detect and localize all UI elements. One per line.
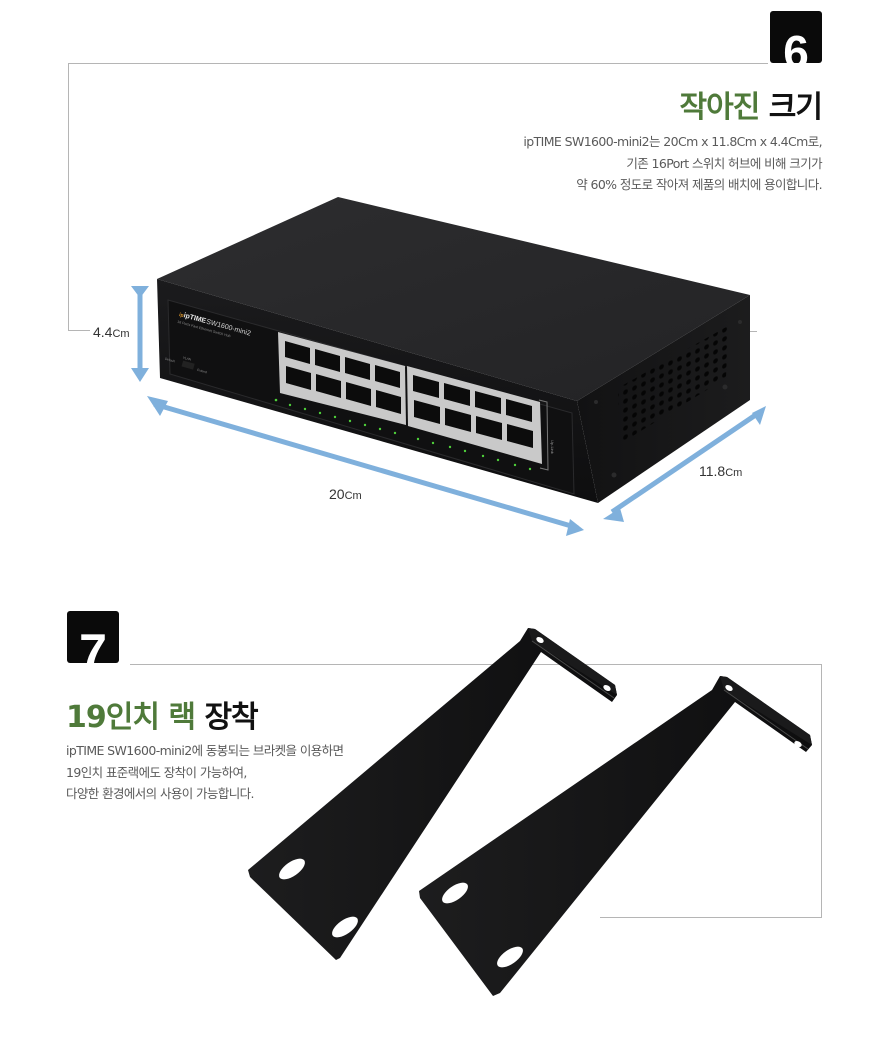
dimension-depth-label: 11.8Cm [699, 463, 743, 479]
frame-line-top [68, 63, 768, 64]
description-line: ipTIME SW1600-mini2에 동봉되는 브라켓을 이용하면 [66, 743, 344, 758]
rack-brackets-image [248, 628, 812, 996]
description-line: 19인치 표준랙에도 장착이 가능하여, [66, 764, 247, 780]
frame-line-top [130, 664, 822, 665]
title-highlight: 작아진 [679, 90, 761, 125]
frame-line-left-tick [68, 330, 90, 331]
svg-text:Up-Link: Up-Link [550, 440, 555, 454]
section-description: ipTIME SW1600-mini2는 20Cm x 11.8Cm x 4.4… [523, 131, 822, 196]
svg-text:Extend: Extend [197, 368, 208, 375]
title-rest: 장착 [204, 700, 258, 735]
section-title: 19인치 랙 장착 [66, 692, 259, 736]
section-description: ipTIME SW1600-mini2에 동봉되는 브라켓을 이용하면 19인치… [66, 740, 344, 805]
section-number-badge: 7 [67, 611, 119, 663]
dimension-width-label: 20Cm [329, 486, 362, 502]
title-rest: 크기 [768, 90, 823, 125]
frame-line-bottom [600, 917, 822, 918]
svg-text:Default: Default [164, 357, 175, 364]
description-line: 다양한 환경에서의 사용이 가능합니다. [66, 786, 255, 801]
description-line: 기존 16Port 스위치 허브에 비해 크기가 [626, 155, 822, 171]
description-line: 약 60% 정도로 작아져 제품의 배치에 용이합니다. [576, 177, 822, 192]
frame-line-right [821, 664, 822, 918]
dimension-height-label: 4.4Cm [93, 324, 130, 340]
switch-product-image: Up-Link ipipTIME SW1600-mini2 16 Ports F… [131, 197, 766, 536]
section-title: 작아진 크기 [679, 82, 823, 126]
frame-line-left [68, 63, 69, 331]
description-line: ipTIME SW1600-mini2는 20Cm x 11.8Cm x 4.4… [523, 134, 822, 149]
title-highlight: 19인치 랙 [66, 700, 196, 735]
section-number-badge: 6 [770, 11, 822, 63]
svg-text:VLAN: VLAN [182, 356, 192, 362]
